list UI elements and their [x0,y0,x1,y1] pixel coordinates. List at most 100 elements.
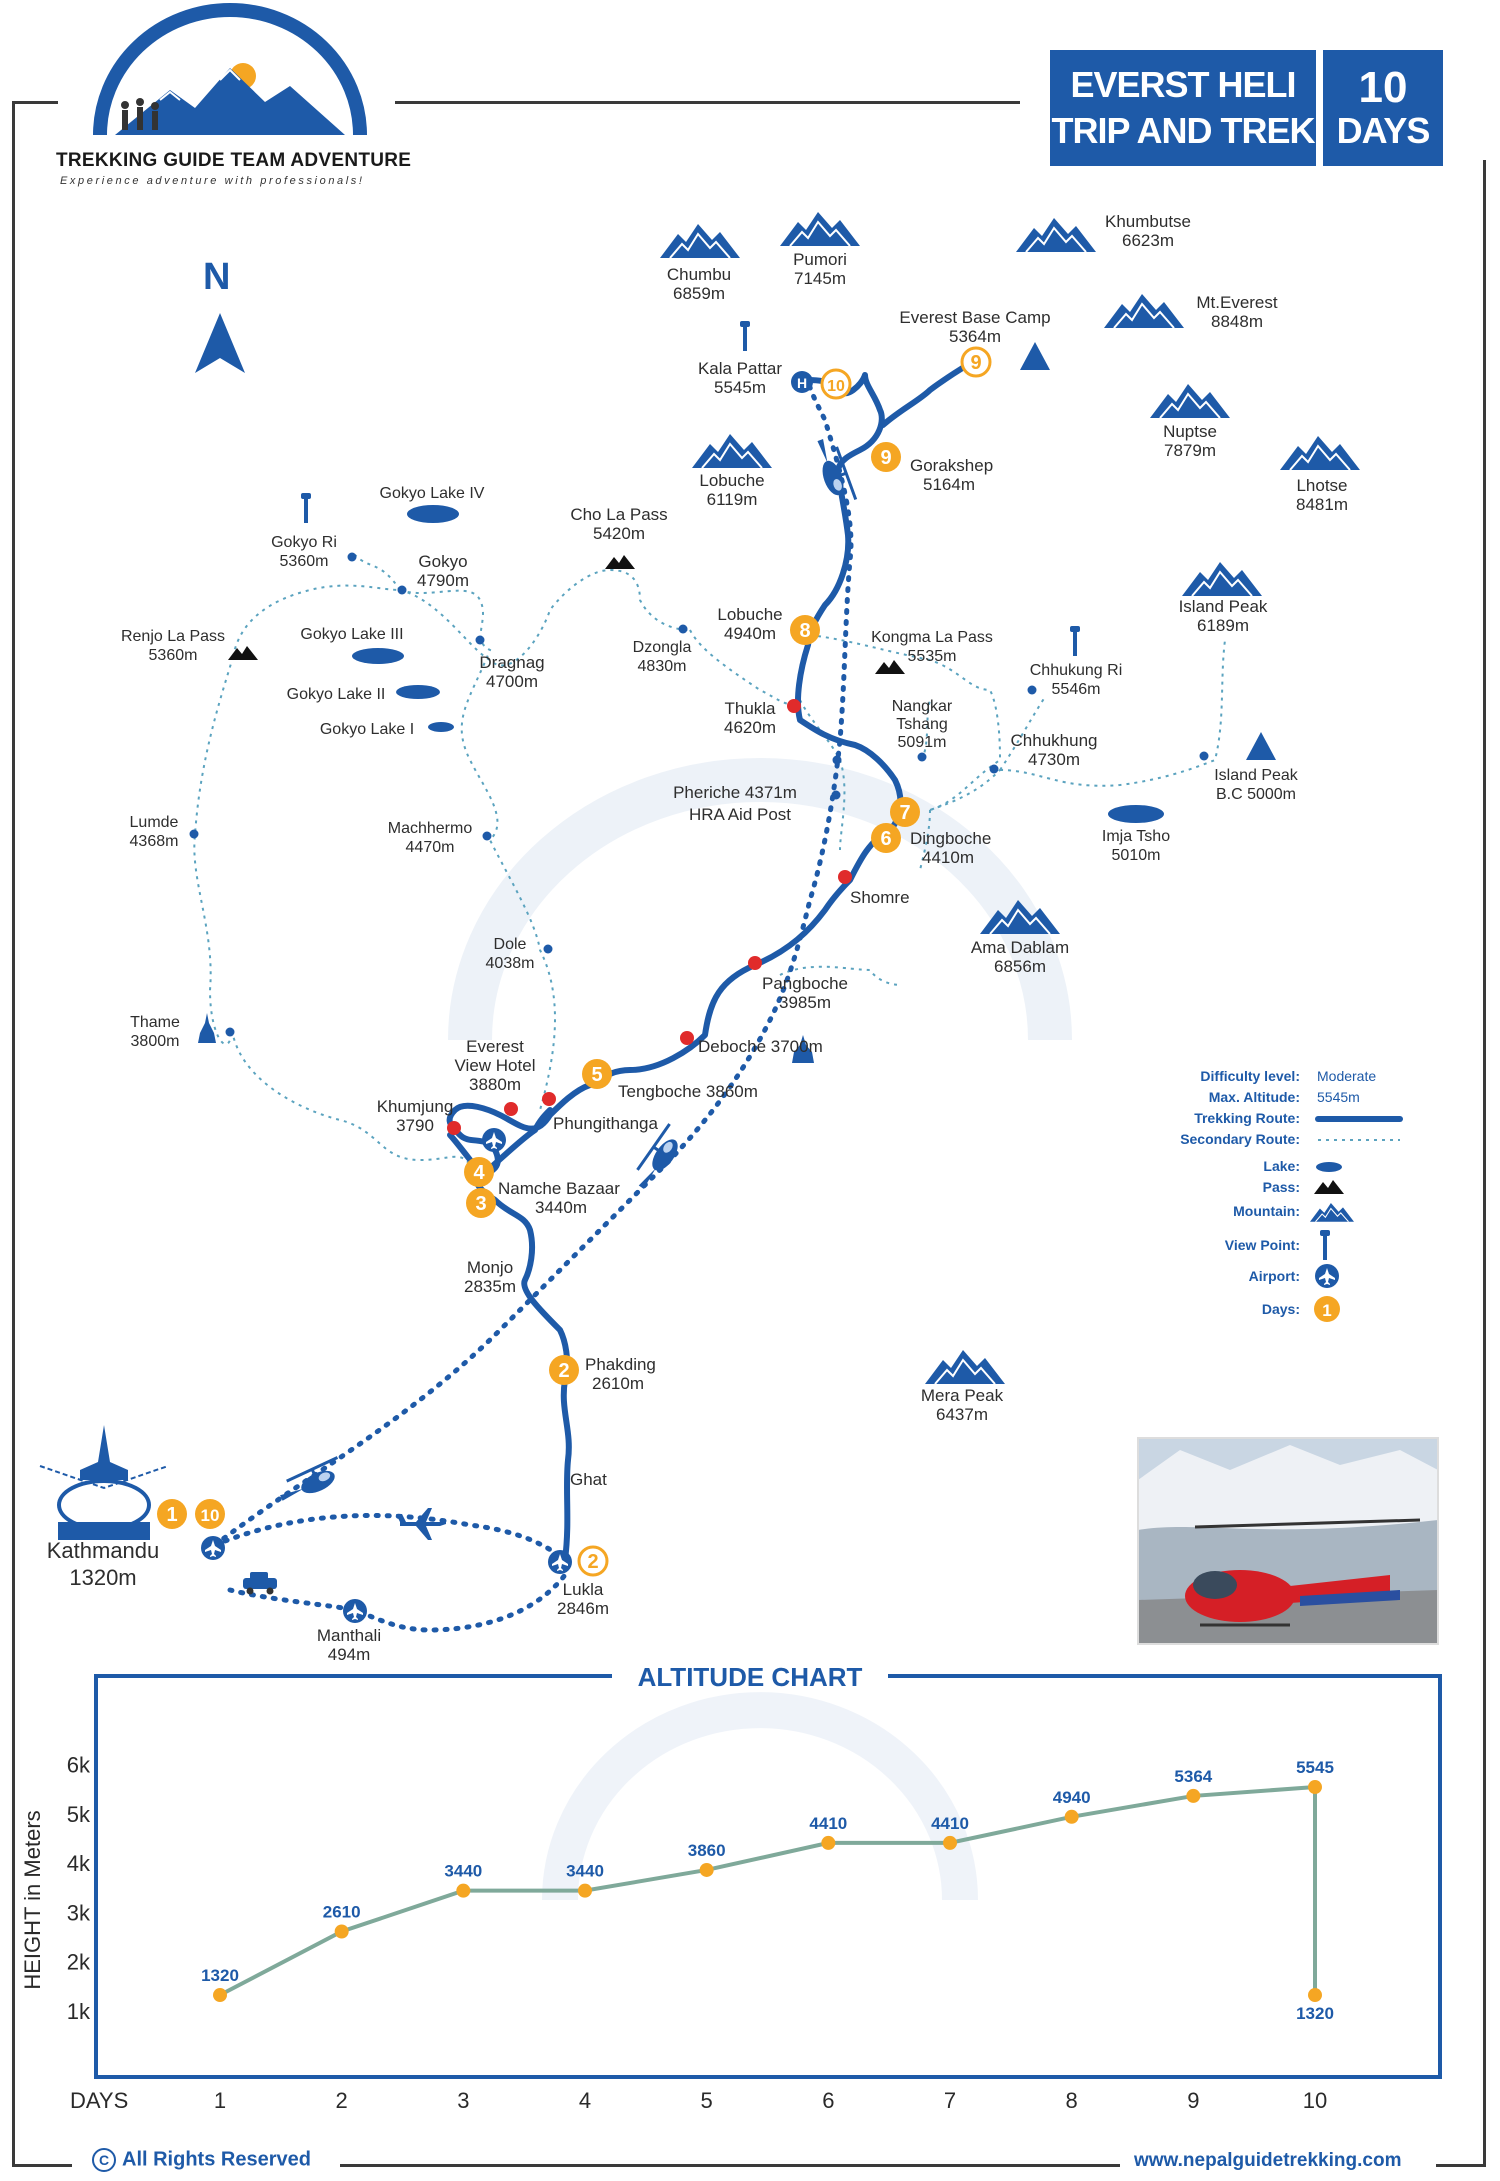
helipad-marker: H [791,371,813,393]
chart-y-tick: 6k [67,1753,91,1778]
chart-x-tick: 2 [336,2088,348,2113]
map-legend: Difficulty level: Moderate Max. Altitude… [1180,1068,1403,1322]
chart-x-tick: 4 [579,2088,591,2113]
svg-text:3: 3 [475,1193,486,1215]
svg-text:8: 8 [799,620,810,642]
chart-x-tick: 5 [701,2088,713,2113]
svg-text:Max. Altitude:: Max. Altitude: [1209,1089,1300,1105]
chart-data-label: 4410 [809,1814,847,1833]
chart-x-tick: 8 [1066,2088,1078,2113]
mountain-icon-mera-peak [924,1349,1006,1385]
chart-data-label: 4410 [931,1814,969,1833]
mountain-icon-island-peak [1181,561,1263,597]
website-link[interactable]: www.nepalguidetrekking.com [1134,2150,1402,2171]
road-route [227,1572,568,1633]
chart-data-label: 1320 [201,1966,239,1985]
frame-bottom-left [12,2164,72,2167]
svg-text:Deboche 3700m: Deboche 3700m [698,1037,823,1056]
day-marker-5: 5 [582,1059,612,1089]
title-box: EVERST HELI TRIP AND TREK [1050,50,1316,166]
day-marker-3: 3 [466,1188,496,1218]
chart-y-tick: 5k [67,1802,91,1827]
chart-data-label: 5364 [1174,1767,1212,1786]
brand-logo [93,3,367,136]
monastery-icon-tengboche [792,1035,814,1063]
chart-point [1308,1988,1322,2003]
north-arrow-icon [195,313,245,373]
day-marker-7: 7 [890,797,920,827]
brand-name: TREKKING GUIDE TEAM ADVENTURE [56,150,412,171]
chart-x-tick: 1 [214,2088,226,2113]
gokyo-lake-iv [407,505,459,523]
lake-icons [352,505,1164,823]
chart-x-tick: 6 [822,2088,834,2113]
chart-point [943,1835,957,1850]
chart-ylabel: HEIGHT in Meters [20,1810,45,1989]
svg-text:Days:: Days: [1262,1301,1300,1317]
svg-text:5545m: 5545m [1317,1089,1360,1105]
day-marker-8: 8 [790,615,820,645]
svg-text:Gokyo Lake IV: Gokyo Lake IV [380,485,485,502]
chart-point [456,1883,471,1898]
title-line2: TRIP AND TREK [1051,110,1315,151]
tent-icon-island-bc [1246,732,1276,760]
chart-x-tick: 3 [457,2088,469,2113]
svg-text:Gokyo Lake II: Gokyo Lake II [287,686,386,703]
mountain-icon-khumbutse [1015,217,1097,253]
chart-data-label: 1320 [1296,2004,1334,2023]
svg-text:Shomre: Shomre [850,888,910,907]
airport-icon-syangboche [482,1128,506,1152]
frame-left [12,101,15,2167]
day-marker-9-ebc: 9 [960,346,992,378]
svg-text:Difficulty level:: Difficulty level: [1200,1068,1300,1084]
svg-text:6: 6 [880,828,891,850]
imja-tsho-lake [1108,805,1164,823]
chart-data-label: 3440 [444,1862,482,1881]
chart-y-tick: 3k [67,1900,91,1925]
rights-text: All Rights Reserved [122,2148,311,2171]
chart-data-label: 3860 [688,1841,726,1860]
helicopter-icon-ktm [274,1455,349,1509]
chart-point [1064,1809,1079,1824]
day-marker-2-lukla: 2 [577,1545,609,1577]
gokyo-lake-i [428,722,454,732]
mountain-icon-everest [1103,293,1185,329]
airport-icon-lukla [548,1550,572,1574]
day-marker-2: 2 [549,1355,579,1385]
frame-top-mid [395,101,1020,104]
flight-route [212,1512,568,1563]
chart-series-line [219,1784,1317,1997]
gokyo-lake-ii [396,685,440,699]
mountain-icon-pumori [779,211,861,247]
svg-text:Secondary Route:: Secondary Route: [1180,1131,1300,1147]
title-line1: EVERST HELI [1070,64,1296,105]
svg-text:H: H [797,375,807,391]
chart-point [1308,1780,1322,1795]
chart-x-tick: 9 [1187,2088,1199,2113]
helicopter-icon-tengboche [629,1122,690,1195]
svg-text:Moderate: Moderate [1317,1068,1376,1084]
svg-text:Lake:: Lake: [1263,1158,1300,1174]
